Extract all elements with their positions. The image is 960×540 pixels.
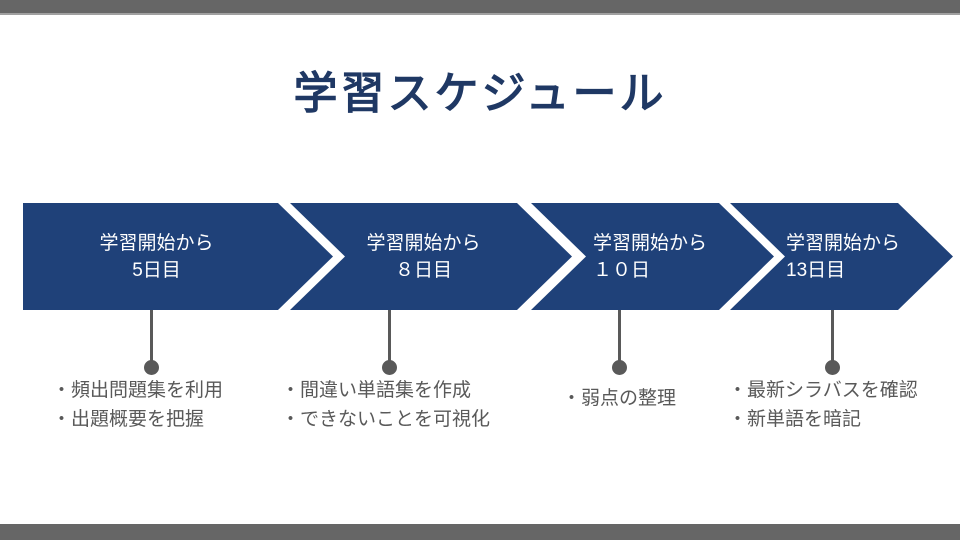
- step-1-notes: ・頻出問題集を利用 ・出題概要を把握: [52, 376, 223, 434]
- note-item: ・頻出問題集を利用: [52, 380, 224, 401]
- step-2-label-line1: 学習開始から: [366, 232, 481, 254]
- bottom-frame-bar: [0, 524, 960, 540]
- step-3-notes: ・弱点の整理: [562, 384, 676, 413]
- note-item: ・出題概要を把握: [52, 409, 205, 430]
- note-item: ・弱点の整理: [562, 388, 677, 409]
- step-4-notes: ・最新シラバスを確認 ・新単語を暗記: [728, 376, 918, 434]
- note-item: ・できないことを可視化: [281, 409, 491, 430]
- step-4-label-line1: 学習開始から: [786, 232, 901, 254]
- connector-dot-2: [382, 360, 397, 375]
- note-item: ・新単語を暗記: [728, 409, 862, 430]
- connector-line-1: [150, 310, 153, 362]
- step-3-label-line1: 学習開始から: [593, 232, 708, 254]
- note-item: ・間違い単語集を作成: [281, 380, 472, 401]
- connector-dot-4: [825, 360, 840, 375]
- timeline-step-1: 学習開始から 5日目: [23, 203, 333, 310]
- connector-line-2: [388, 310, 391, 362]
- connector-line-4: [831, 310, 834, 362]
- note-item: ・最新シラバスを確認: [728, 380, 918, 401]
- step-4-label-line2: 13日目: [786, 259, 846, 281]
- connector-dot-1: [144, 360, 159, 375]
- connector-line-3: [618, 310, 621, 362]
- connector-dot-3: [612, 360, 627, 375]
- page-title: 学習スケジュール: [293, 68, 667, 120]
- top-frame-bar: [0, 0, 960, 15]
- step-2-label-line2: ８日目: [394, 259, 452, 281]
- step-1-label-line1: 学習開始から: [99, 232, 214, 254]
- step-3-label-line2: １０日: [593, 259, 651, 281]
- step-2-notes: ・間違い単語集を作成 ・できないことを可視化: [281, 376, 490, 434]
- step-1-label-line2: 5日目: [132, 259, 181, 281]
